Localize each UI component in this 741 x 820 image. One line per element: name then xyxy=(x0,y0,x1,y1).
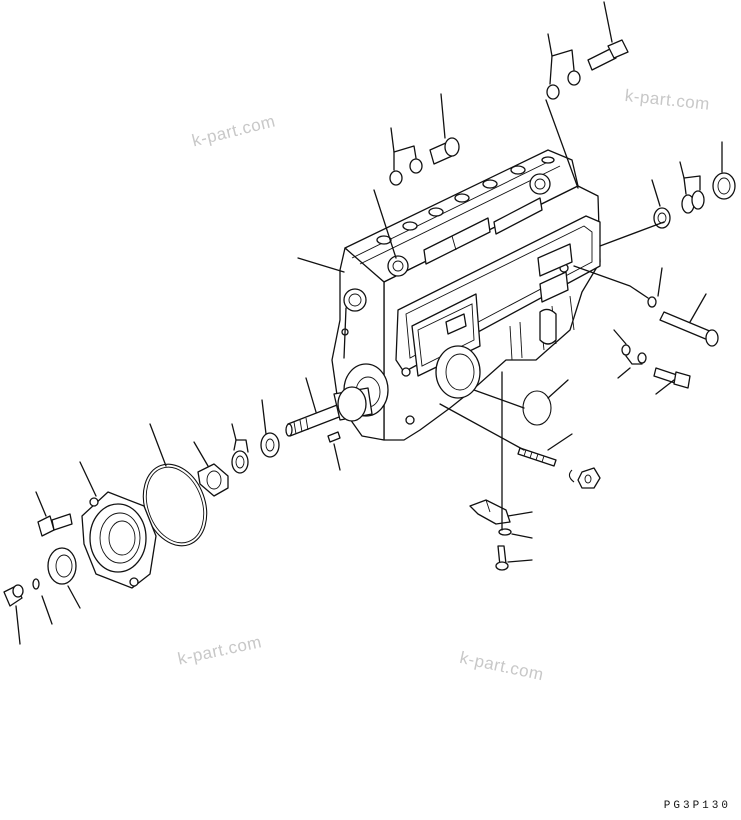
lock-washer xyxy=(231,450,249,474)
o-ring-small xyxy=(522,390,552,426)
flange-bolt xyxy=(37,513,73,537)
top-washer-2 xyxy=(567,70,581,86)
plug-washer-1 xyxy=(389,170,403,186)
small-washer xyxy=(647,296,657,308)
top-washer-1 xyxy=(546,84,560,100)
plug-washer-2 xyxy=(409,158,423,174)
hex-bolt xyxy=(653,367,691,389)
plug-screw xyxy=(429,137,460,165)
stud-washer xyxy=(568,469,575,483)
stud-nut xyxy=(577,467,601,489)
bearing-cover xyxy=(81,491,157,589)
leader-lines xyxy=(15,1,723,645)
washer-right-2 xyxy=(637,352,647,364)
stud-bolt xyxy=(517,447,557,467)
washer-right-1 xyxy=(621,344,631,356)
camshaft xyxy=(285,386,373,437)
gasket-pair xyxy=(681,190,705,214)
top-bolt xyxy=(587,39,629,71)
end-cap xyxy=(3,584,24,607)
oil-seal xyxy=(47,547,77,585)
clamp-washer xyxy=(498,528,512,536)
snap-ring xyxy=(32,578,40,590)
washer xyxy=(260,432,280,458)
long-bolt xyxy=(659,311,719,347)
clamp-bracket xyxy=(469,499,511,525)
pump-housing xyxy=(331,149,601,441)
clamp-bolt xyxy=(495,545,509,571)
cap-nut xyxy=(712,172,736,200)
woodruff-key xyxy=(327,431,341,443)
drawing-code: PG3P130 xyxy=(663,800,731,812)
round-nut xyxy=(197,463,229,497)
